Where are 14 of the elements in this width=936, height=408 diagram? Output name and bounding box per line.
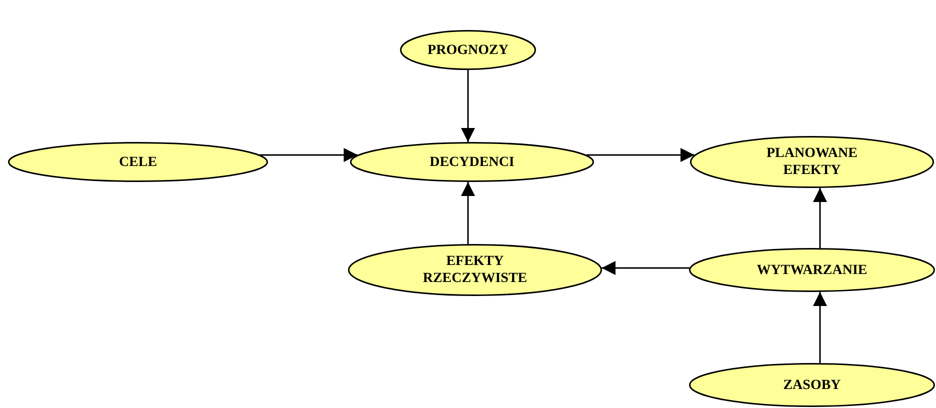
node-label: DECYDENCI [430, 154, 514, 170]
node-label: WYTWARZANIE [756, 262, 868, 278]
arrow [602, 261, 690, 275]
node-label: ZASOBY [783, 376, 841, 394]
arrow [461, 182, 475, 244]
node-label: EFEKTY RZECZYWISTE [422, 253, 528, 287]
node-label: PLANOWANE EFEKTY [765, 145, 858, 179]
arrow [813, 188, 827, 248]
node-label: CELE [118, 154, 158, 170]
arrow [461, 70, 475, 142]
arrow [260, 148, 358, 162]
arrow [813, 292, 827, 364]
arrow [586, 148, 694, 162]
node-label: PROGNOZY [428, 42, 508, 58]
